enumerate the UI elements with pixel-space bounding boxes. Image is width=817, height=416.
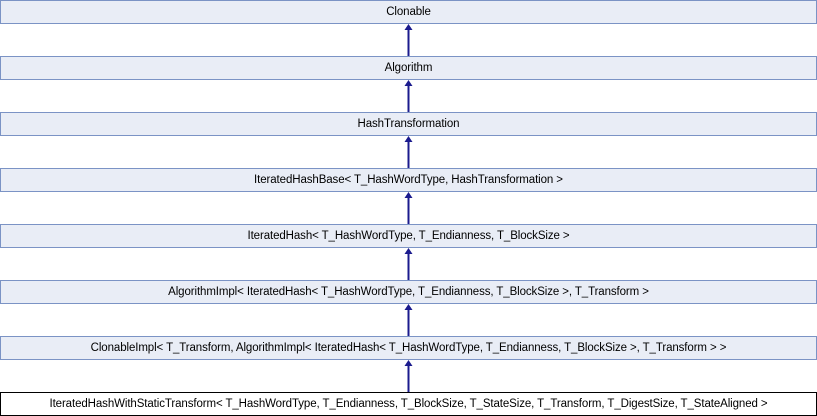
class-node-label: AlgorithmImpl< IteratedHash< T_HashWordT… bbox=[168, 286, 649, 298]
inheritance-arrow-icon bbox=[404, 80, 413, 112]
inheritance-arrow-icon bbox=[404, 360, 413, 392]
arrow-head-icon bbox=[404, 248, 413, 254]
class-node[interactable]: Algorithm bbox=[0, 56, 817, 80]
class-node[interactable]: IteratedHashBase< T_HashWordType, HashTr… bbox=[0, 168, 817, 192]
arrow-line bbox=[407, 254, 410, 280]
arrow-head-icon bbox=[404, 192, 413, 198]
arrow-line bbox=[407, 366, 410, 392]
arrow-line bbox=[407, 198, 410, 224]
class-node-label: IteratedHash< T_HashWordType, T_Endianne… bbox=[247, 230, 570, 242]
class-node-label: IteratedHashWithStaticTransform< T_HashW… bbox=[49, 398, 768, 410]
class-node[interactable]: IteratedHash< T_HashWordType, T_Endianne… bbox=[0, 224, 817, 248]
class-node[interactable]: ClonableImpl< T_Transform, AlgorithmImpl… bbox=[0, 336, 817, 360]
class-node-current: IteratedHashWithStaticTransform< T_HashW… bbox=[0, 392, 817, 416]
class-node[interactable]: Clonable bbox=[0, 0, 817, 24]
class-node-label: Clonable bbox=[386, 6, 431, 18]
class-node-label: HashTransformation bbox=[357, 118, 460, 130]
class-node-label: ClonableImpl< T_Transform, AlgorithmImpl… bbox=[90, 342, 727, 354]
class-node-label: IteratedHashBase< T_HashWordType, HashTr… bbox=[254, 174, 563, 186]
class-node[interactable]: HashTransformation bbox=[0, 112, 817, 136]
arrow-line bbox=[407, 30, 410, 56]
inheritance-arrow-icon bbox=[404, 24, 413, 56]
arrow-line bbox=[407, 142, 410, 168]
arrow-line bbox=[407, 86, 410, 112]
inheritance-arrow-icon bbox=[404, 304, 413, 336]
arrow-head-icon bbox=[404, 24, 413, 30]
arrow-head-icon bbox=[404, 136, 413, 142]
inheritance-arrow-icon bbox=[404, 136, 413, 168]
arrow-head-icon bbox=[404, 360, 413, 366]
arrow-head-icon bbox=[404, 304, 413, 310]
class-node[interactable]: AlgorithmImpl< IteratedHash< T_HashWordT… bbox=[0, 280, 817, 304]
class-node-label: Algorithm bbox=[384, 62, 433, 74]
arrow-line bbox=[407, 310, 410, 336]
arrow-head-icon bbox=[404, 80, 413, 86]
inheritance-arrow-icon bbox=[404, 192, 413, 224]
inheritance-arrow-icon bbox=[404, 248, 413, 280]
